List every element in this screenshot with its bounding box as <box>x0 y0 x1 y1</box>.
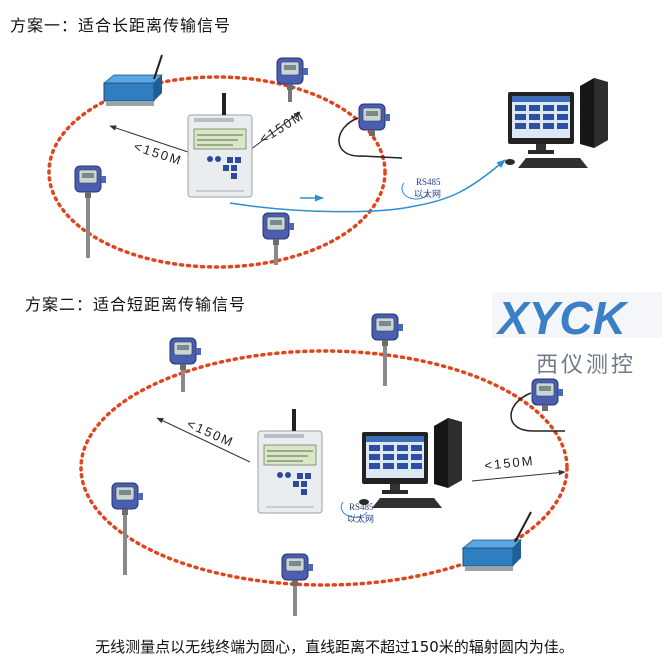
transmitter-2e <box>510 378 565 432</box>
distance-arrow-right-2 <box>471 469 566 482</box>
distance-label-right-1: <150M <box>257 107 307 146</box>
computer-1 <box>505 78 608 168</box>
distance-arrow-left-2 <box>156 417 251 463</box>
ethernet-label-2: 以太网 <box>347 513 374 524</box>
wireless-controller-1 <box>187 93 253 198</box>
scheme2-title: 方案二：适合短距离传输信号 <box>25 295 247 314</box>
transmitter-2c <box>111 482 144 575</box>
transmitter-2d <box>281 553 314 616</box>
distance-label-right-2: <150M <box>484 453 535 473</box>
logo-text: XYCK <box>495 292 629 344</box>
rs485-badge-1: RS485 以太网 <box>401 177 441 200</box>
transmitter-1d <box>262 212 295 265</box>
distance-label-left-2: <150M <box>185 416 237 450</box>
rs485-label-2: RS485 <box>349 502 374 512</box>
company-logo: XYCK 西仪测控 <box>492 292 662 378</box>
wireless-controller-2 <box>257 409 323 514</box>
transmitter-1c <box>74 165 107 258</box>
rs485-badge-2: RS485 以太网 <box>340 501 374 524</box>
distance-arrow-right-1 <box>249 111 301 151</box>
caption-note: 无线测量点以无线终端为圆心，直线距离不超过150米的辐射圆内为佳。 <box>95 638 574 656</box>
transmitter-1a <box>276 57 309 102</box>
distance-arrow-left-1 <box>109 125 189 153</box>
computer-2 <box>359 418 462 508</box>
transmitter-2a <box>169 337 202 392</box>
terminal-box-2 <box>462 511 532 572</box>
rs485-label-1: RS485 <box>416 177 441 187</box>
logo-subtitle: 西仪测控 <box>536 353 636 378</box>
scheme2-range-ellipse <box>79 349 569 587</box>
ethernet-label-1: 以太网 <box>414 188 441 199</box>
transmitter-1b <box>338 103 403 159</box>
scheme1-range-ellipse <box>47 75 387 269</box>
transmitter-2b <box>371 313 404 386</box>
scheme1-title: 方案一：适合长距离传输信号 <box>10 16 232 35</box>
terminal-box-1 <box>103 54 163 107</box>
network-link-1 <box>229 159 506 213</box>
distance-label-left-1: <150M <box>132 139 184 169</box>
